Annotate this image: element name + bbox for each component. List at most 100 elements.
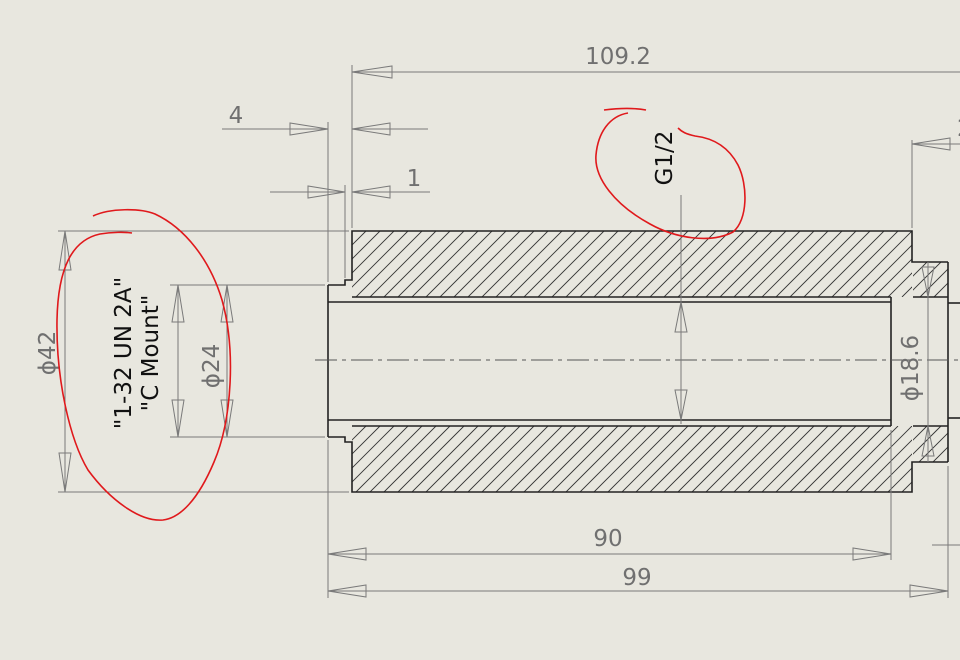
hatch-bottom [352, 426, 960, 492]
hatch-top [352, 231, 960, 297]
hatch-line [495, 231, 563, 297]
hatch-line [845, 231, 912, 297]
hatch-line [733, 231, 801, 297]
hatch-line [817, 231, 885, 297]
pipe-thread-note: G1/2 [652, 131, 678, 186]
hatch-line [649, 426, 717, 492]
hatch-line [607, 231, 675, 297]
dimension-outer-diameter: ϕ42 [35, 230, 349, 493]
hatch-line [873, 258, 912, 297]
hatch-line [453, 426, 521, 492]
hatch-line [789, 231, 857, 297]
hatch-line [761, 426, 829, 492]
hatch-line [352, 231, 395, 274]
hatch-line [859, 244, 912, 297]
lower-wall-outline [328, 436, 948, 493]
hatch-line [944, 426, 960, 492]
hatch-line [352, 231, 381, 260]
dimension-bore-depth: 90 [327, 430, 892, 598]
outer-diameter-symbol: ϕ [35, 360, 61, 375]
body-length-label: 99 [622, 565, 651, 591]
hatch-line [747, 426, 815, 492]
hatch-line [523, 426, 591, 492]
bore-depth-label: 90 [593, 526, 622, 552]
bore-diameter-symbol: ϕ [898, 386, 924, 401]
hatch-line [691, 231, 759, 297]
hatch-line [677, 231, 745, 297]
hatch-line [947, 296, 948, 297]
hatch-line [733, 426, 801, 492]
hatch-line [831, 426, 899, 492]
hatch-line [352, 231, 367, 246]
hatch-line [775, 426, 843, 492]
hatch-line [425, 426, 493, 492]
hatch-line [916, 231, 960, 297]
hatch-line [887, 272, 912, 297]
hatch-line [705, 231, 773, 297]
hatch-line [537, 231, 605, 297]
hatch-line [579, 426, 647, 492]
dimension-partial-right: 2 [911, 116, 960, 228]
hatch-line [537, 426, 605, 492]
hatch-line [913, 425, 928, 441]
hatch-line [352, 426, 367, 441]
hatch-line [593, 231, 661, 297]
hatch-line [565, 426, 633, 492]
dimension-thread-length: 4 [222, 103, 428, 282]
hatch-line [913, 425, 942, 455]
upper-wall-outline [328, 230, 948, 286]
outer-diameter-label: ϕ42 [35, 331, 61, 375]
hatch-line [355, 426, 423, 492]
hatch-line [635, 231, 703, 297]
hatch-line [453, 231, 521, 297]
dimension-bore-diameter: ϕ18.6 [674, 195, 935, 462]
hatch-line [919, 268, 948, 298]
hatch-line [663, 426, 731, 492]
hatch-line [873, 453, 912, 492]
hatch-line [803, 426, 871, 492]
hatch-line [425, 231, 493, 297]
dimension-overall-length: 109.2 [351, 44, 960, 228]
hatch-line [369, 231, 437, 297]
hatch-line [397, 426, 465, 492]
hatch-line [352, 231, 353, 232]
hatch-line [509, 231, 577, 297]
hatch-line [411, 426, 479, 492]
hatch-line [352, 231, 409, 288]
markup-circle-thread-note [56, 208, 232, 521]
hatch-line [859, 439, 912, 492]
hatch-line [397, 231, 465, 297]
hatch-line [551, 426, 619, 492]
hatch-line [705, 426, 773, 492]
hatch-line [719, 231, 787, 297]
hatch-line [913, 262, 942, 291]
hatch-line [946, 460, 948, 462]
hatch-line [369, 426, 437, 492]
hatch-line [663, 231, 731, 297]
hatch-line [509, 426, 577, 492]
hatch-line [789, 426, 857, 492]
thread-diameter-value: 24 [199, 344, 225, 373]
c-mount-note-line2: "C Mount" [138, 295, 164, 412]
partial-right-label: 2 [957, 116, 960, 142]
hatch-line [621, 231, 689, 297]
hatch-line [352, 426, 409, 483]
undercut-label: 1 [407, 166, 422, 192]
hatch-line [439, 426, 507, 492]
hatch-line [831, 231, 899, 297]
hatch-line [383, 231, 451, 297]
hatch-line [913, 262, 928, 277]
hatch-line [933, 282, 948, 298]
hatch-line [691, 426, 759, 492]
hatch-line [944, 231, 960, 297]
hatch-line [845, 426, 912, 492]
hatch-line [523, 231, 591, 297]
hatch-line [677, 426, 745, 492]
hatch-line [747, 231, 815, 297]
dimension-body-length: 99 [327, 466, 960, 598]
hatch-line [649, 231, 717, 297]
hatch-line [932, 446, 948, 462]
hatch-line [551, 231, 619, 297]
hatch-right [913, 262, 948, 462]
c-mount-note-line1: "1-32 UN 2A" [111, 277, 137, 429]
